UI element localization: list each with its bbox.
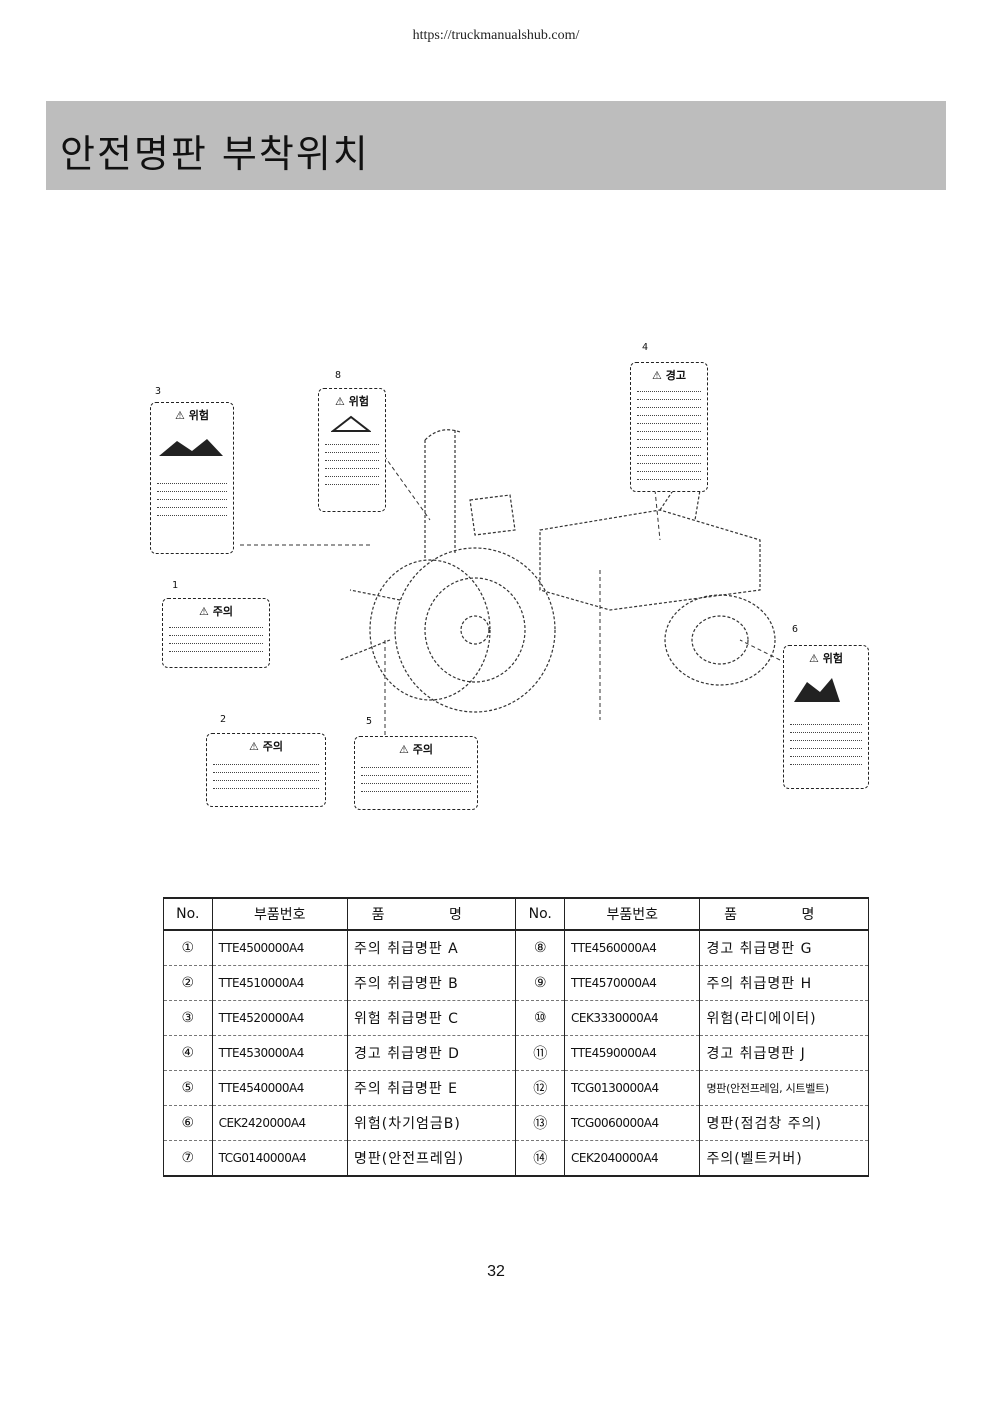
safety-label-1: ⚠ 주의 (162, 598, 270, 668)
col-no-2: No. (515, 897, 566, 931)
col-name-2: 품 명 (699, 897, 869, 931)
row-no: ⑤ (163, 1070, 213, 1106)
part-code: TTE4570000A4 (564, 965, 701, 1001)
safety-label-2: ⚠ 주의 (206, 733, 326, 807)
part-code: TTE4510000A4 (211, 965, 348, 1001)
part-name: 위험(차기엄금B) (346, 1105, 517, 1141)
label-heading: ⚠ 위험 (809, 652, 843, 665)
table-row: ⑤ TTE4540000A4 주의 취급명판 E ⑫ TCG0130000A4 … (163, 1070, 869, 1106)
row-no: ⑪ (515, 1035, 566, 1071)
hazard-pictogram-icon (794, 678, 840, 702)
part-name: 경고 취급명판 J (699, 1035, 869, 1071)
parts-table: No. 부품번호 품 명 No. 부품번호 품 명 ① TTE4500000A4… (163, 897, 869, 1177)
part-name: 경고 취급명판 G (699, 930, 869, 966)
safety-label-8: ⚠ 위험 (318, 388, 386, 512)
label-text-lines (157, 483, 227, 523)
label-heading: ⚠ 경고 (652, 369, 686, 382)
col-code-2: 부품번호 (564, 897, 701, 931)
label-heading: ⚠ 주의 (199, 605, 233, 618)
col-no-1: No. (163, 897, 213, 931)
safety-label-diagram: 3 ⚠ 위험 8 ⚠ 위험 4 ⚠ 경고 1 ⚠ 주의 6 ⚠ 위험 2 (140, 340, 880, 820)
part-code: TTE4540000A4 (211, 1070, 348, 1106)
part-code: CEK2040000A4 (564, 1140, 701, 1177)
row-no: ④ (163, 1035, 213, 1071)
part-name: 위험(라디에이터) (699, 1000, 869, 1036)
row-no: ⑫ (515, 1070, 566, 1106)
label-heading: ⚠ 위험 (175, 409, 209, 422)
table-header-row: No. 부품번호 품 명 No. 부품번호 품 명 (163, 897, 869, 931)
row-no: ⑦ (163, 1140, 213, 1177)
callout-number: 6 (792, 624, 799, 635)
part-name: 주의 취급명판 B (346, 965, 517, 1001)
label-heading: ⚠ 위험 (335, 395, 369, 408)
callout-number: 1 (172, 580, 179, 591)
source-url[interactable]: https://truckmanualshub.com/ (412, 28, 580, 43)
safety-label-4: ⚠ 경고 (630, 362, 708, 492)
part-name: 명판(안전프레임, 시트벨트) (699, 1070, 869, 1106)
part-code: TCG0130000A4 (564, 1070, 701, 1106)
part-code: TCG0140000A4 (211, 1140, 348, 1177)
safety-label-3: ⚠ 위험 (150, 402, 234, 554)
part-name: 명판(안전프레임) (346, 1140, 517, 1177)
row-no: ⑭ (515, 1140, 566, 1177)
part-code: TTE4560000A4 (564, 930, 701, 966)
part-code: CEK2420000A4 (211, 1105, 348, 1141)
callout-number: 4 (642, 342, 649, 353)
part-code: TCG0060000A4 (564, 1105, 701, 1141)
label-text-lines (790, 724, 862, 772)
table-row: ① TTE4500000A4 주의 취급명판 A ⑧ TTE4560000A4 … (163, 930, 869, 966)
callout-number: 3 (155, 386, 162, 397)
table-row: ⑦ TCG0140000A4 명판(안전프레임) ⑭ CEK2040000A4 … (163, 1140, 869, 1177)
row-no: ⑩ (515, 1000, 566, 1036)
row-no: ③ (163, 1000, 213, 1036)
row-no: ⑬ (515, 1105, 566, 1141)
label-text-lines (325, 444, 379, 492)
table-row: ③ TTE4520000A4 위험 취급명판 C ⑩ CEK3330000A4 … (163, 1000, 869, 1036)
part-code: TTE4590000A4 (564, 1035, 701, 1071)
callout-number: 2 (220, 714, 227, 725)
hazard-pictogram-icon (330, 415, 372, 432)
label-text-lines (361, 767, 471, 799)
part-name: 명판(점검창 주의) (699, 1105, 869, 1141)
table-row: ② TTE4510000A4 주의 취급명판 B ⑨ TTE4570000A4 … (163, 965, 869, 1001)
page-number: 32 (487, 1263, 505, 1280)
col-code-1: 부품번호 (211, 897, 348, 931)
label-text-lines (169, 627, 263, 659)
title-bar: 안전명판 부착위치 (46, 101, 946, 190)
label-heading: ⚠ 주의 (249, 740, 283, 753)
row-no: ⑨ (515, 965, 566, 1001)
table-row: ④ TTE4530000A4 경고 취급명판 D ⑪ TTE4590000A4 … (163, 1035, 869, 1071)
label-heading: ⚠ 주의 (399, 743, 433, 756)
safety-label-6: ⚠ 위험 (783, 645, 869, 789)
part-name: 위험 취급명판 C (346, 1000, 517, 1036)
part-code: CEK3330000A4 (564, 1000, 701, 1036)
row-no: ① (163, 930, 213, 966)
row-no: ⑧ (515, 930, 566, 966)
label-text-lines (213, 764, 319, 796)
part-name: 주의(벨트커버) (699, 1140, 869, 1177)
part-name: 주의 취급명판 A (346, 930, 517, 966)
safety-label-5: ⚠ 주의 (354, 736, 478, 810)
table-row: ⑥ CEK2420000A4 위험(차기엄금B) ⑬ TCG0060000A4 … (163, 1105, 869, 1141)
row-no: ⑥ (163, 1105, 213, 1141)
hazard-pictogram-icon (159, 439, 223, 456)
part-name: 주의 취급명판 E (346, 1070, 517, 1106)
callout-number: 5 (366, 716, 373, 727)
callout-number: 8 (335, 370, 342, 381)
part-code: TTE4500000A4 (211, 930, 348, 966)
part-name: 경고 취급명판 D (346, 1035, 517, 1071)
col-name-1: 품 명 (346, 897, 517, 931)
page-title: 안전명판 부착위치 (60, 132, 370, 176)
part-code: TTE4530000A4 (211, 1035, 348, 1071)
label-text-lines (637, 391, 701, 487)
part-name: 주의 취급명판 H (699, 965, 869, 1001)
row-no: ② (163, 965, 213, 1001)
part-code: TTE4520000A4 (211, 1000, 348, 1036)
